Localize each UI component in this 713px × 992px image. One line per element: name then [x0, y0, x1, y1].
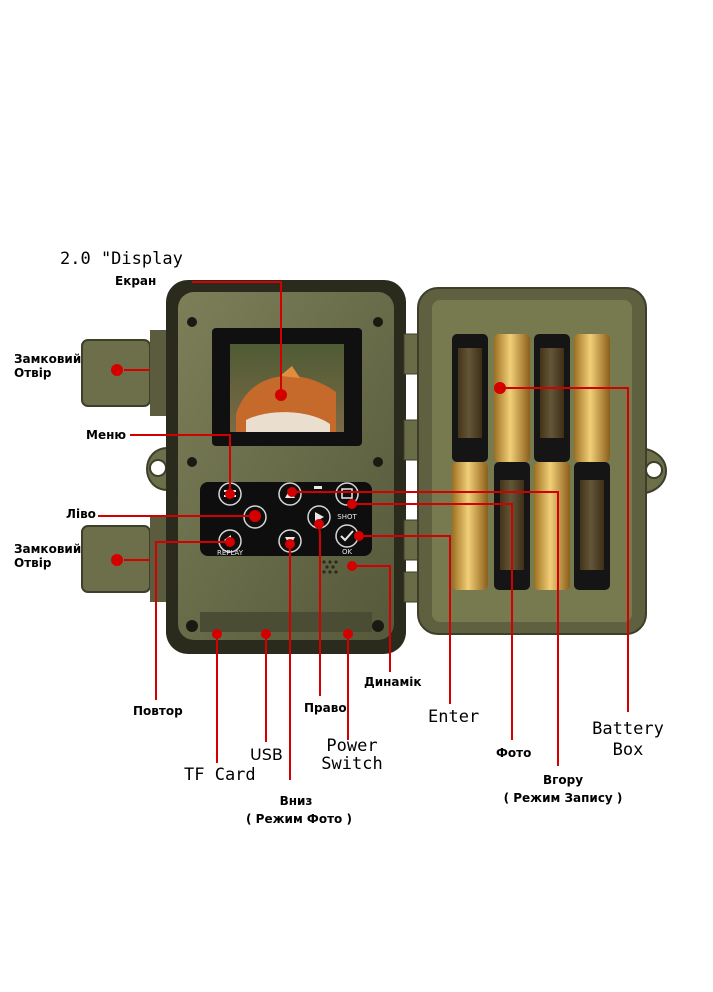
- label-usb: USB: [250, 745, 283, 764]
- label-lock-hole-bottom-line-2: Отвір: [14, 556, 52, 570]
- device-text-shot: SHOT: [337, 513, 357, 521]
- label-battery-box-line-2: Box: [612, 740, 644, 760]
- label-screen: Екран: [115, 274, 157, 288]
- label-lock-hole-top: Замковий Отвір: [14, 352, 81, 380]
- leader-lines: [98, 281, 629, 780]
- leader-dots: [111, 364, 506, 639]
- label-power-switch: Power Switch: [318, 737, 386, 773]
- label-display-title: 2.0 "Display: [60, 249, 183, 269]
- label-tf-card: TF Card: [184, 765, 256, 785]
- label-menu: Меню: [86, 428, 127, 442]
- device-text-ok: OK: [342, 548, 353, 556]
- speaker-grille: [322, 560, 338, 574]
- label-speaker: Динамік: [364, 675, 422, 689]
- label-left: Ліво: [66, 507, 96, 521]
- label-lock-hole-top-line-1: Замковий: [14, 352, 82, 366]
- label-enter: Enter: [428, 707, 480, 727]
- lock-hole-top: [81, 330, 168, 416]
- label-up-line-1: Вгору: [542, 773, 584, 787]
- label-right: Право: [304, 701, 347, 715]
- label-up-line-2: ( Режим Запису ): [503, 791, 623, 805]
- label-photo: Фото: [496, 746, 532, 760]
- label-power-switch-line-1: Power: [326, 736, 378, 756]
- label-battery-box: Battery Box: [586, 719, 670, 761]
- label-lock-hole-top-line-2: Отвір: [14, 366, 52, 380]
- label-down: Вниз ( Режим Фото ): [246, 792, 352, 828]
- label-up: Вгору ( Режим Запису ): [503, 771, 623, 807]
- label-down-line-2: ( Режим Фото ): [246, 812, 352, 826]
- display-screen: [212, 328, 362, 446]
- label-down-line-1: Вниз: [279, 794, 313, 808]
- label-lock-hole-bottom: Замковий Отвір: [14, 542, 81, 570]
- hinges: [403, 333, 421, 603]
- label-replay: Повтор: [133, 704, 183, 718]
- label-power-switch-line-2: Switch: [321, 754, 383, 774]
- device-text-replay: REPLAY: [217, 549, 244, 557]
- label-battery-box-line-1: Battery: [592, 719, 664, 739]
- label-lock-hole-bottom-line-1: Замковий: [14, 542, 82, 556]
